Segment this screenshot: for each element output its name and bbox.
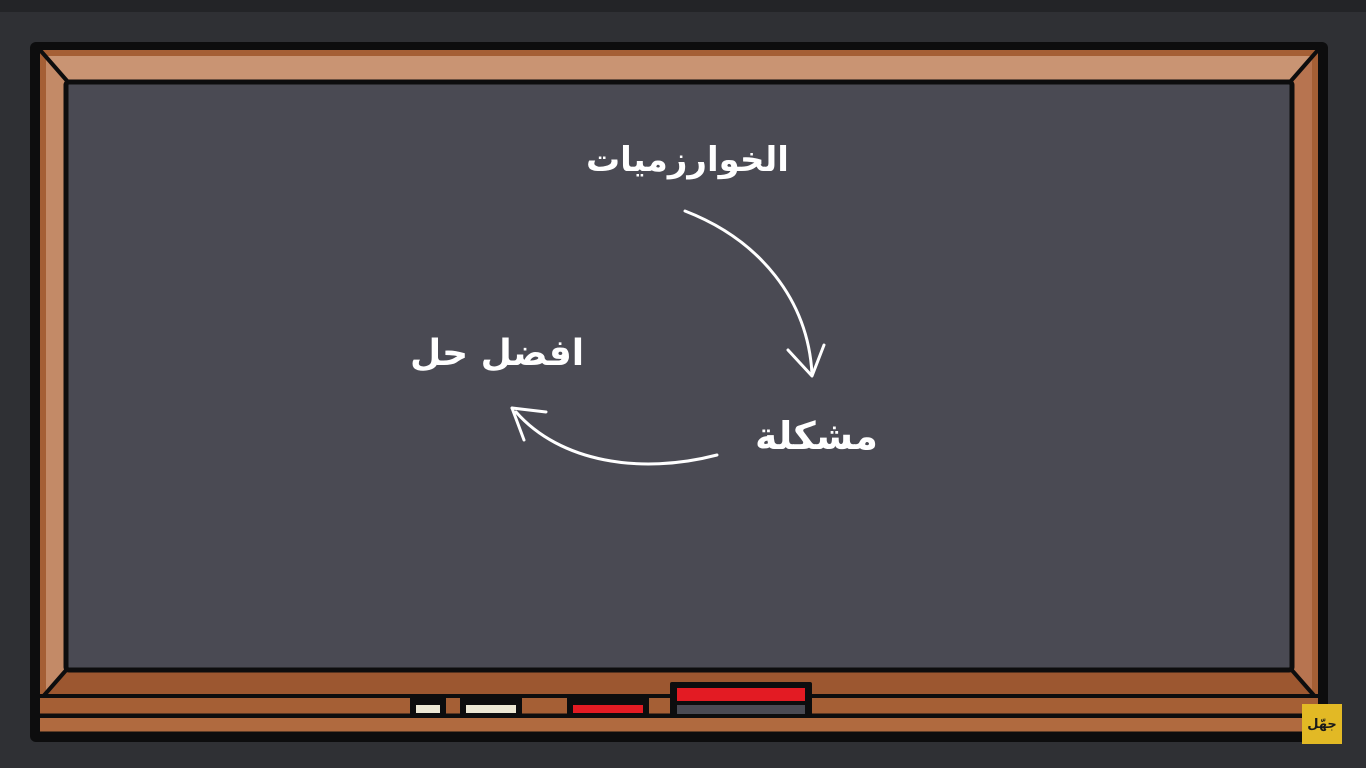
frame-left-bevel	[46, 56, 68, 696]
channel-logo[interactable]: جهّل	[1302, 704, 1342, 744]
red-chalk	[573, 705, 643, 713]
label-problem: مشكلة	[755, 414, 878, 458]
chalk-pieces	[410, 682, 812, 716]
label-algorithms: الخوارزميات	[586, 140, 789, 180]
frame-top-bevel	[46, 56, 1312, 82]
frame-right-bevel	[1290, 56, 1312, 696]
top-bar	[0, 0, 1366, 12]
arrow-algorithms-to-problem	[683, 209, 826, 378]
board-surface	[63, 79, 1295, 673]
white-chalk-small	[416, 705, 440, 713]
white-chalk	[466, 705, 516, 713]
channel-logo-text: جهّل	[1307, 716, 1337, 732]
label-best-solution: افضل حل	[410, 333, 585, 374]
arrow-problem-to-best-solution	[510, 406, 719, 466]
